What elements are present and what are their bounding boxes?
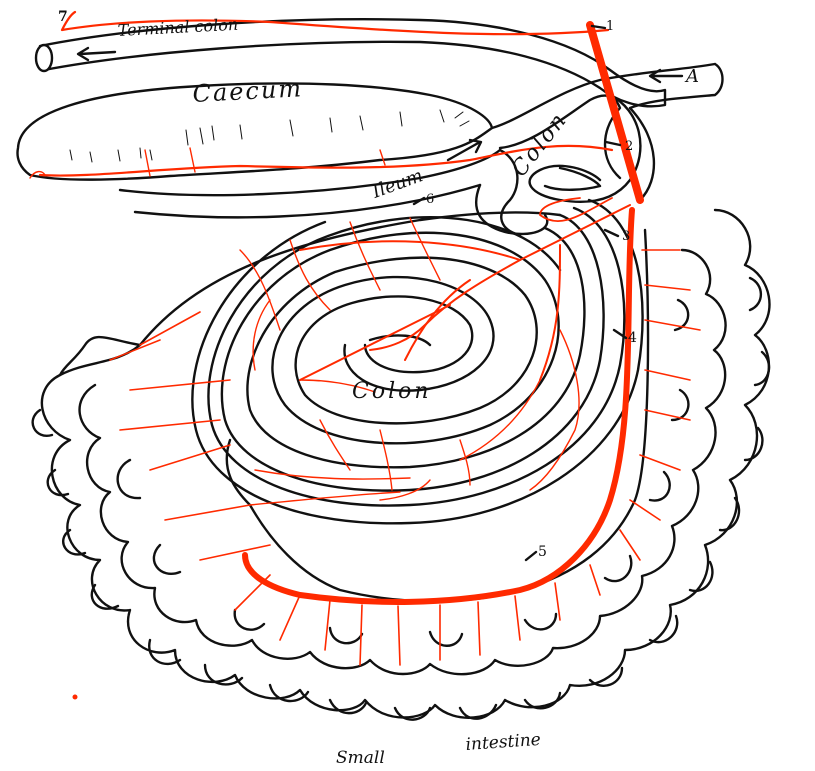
label-number-3: 3 bbox=[622, 229, 630, 244]
label-letter-a: A bbox=[684, 66, 699, 87]
ascending-colon-loop bbox=[490, 62, 724, 203]
label-ileum: Ileum bbox=[369, 165, 426, 203]
label-small: Small bbox=[336, 748, 385, 768]
label-number-4: 4 bbox=[628, 330, 637, 346]
arrow-right-icon bbox=[446, 138, 483, 162]
label-number-7: 7 bbox=[58, 9, 68, 25]
arterial-supply bbox=[29, 10, 701, 700]
mesentery-outline bbox=[138, 211, 650, 603]
small-intestine-coils bbox=[31, 208, 771, 721]
label-number-1: 1 bbox=[606, 19, 614, 34]
arrow-left-icon bbox=[76, 46, 117, 62]
label-colon-center: Colon bbox=[352, 379, 432, 404]
label-number-2: 2 bbox=[625, 139, 633, 154]
terminal-colon bbox=[34, 18, 667, 108]
ileum-tube bbox=[118, 148, 549, 237]
label-intestine: intestine bbox=[465, 730, 541, 755]
label-caecum: Caecum bbox=[192, 74, 304, 108]
arrow-left-icon bbox=[648, 68, 684, 84]
caecum bbox=[16, 82, 494, 181]
colon-spiral bbox=[191, 198, 644, 525]
label-number-5: 5 bbox=[538, 544, 547, 560]
label-number-6: 6 bbox=[426, 192, 434, 207]
